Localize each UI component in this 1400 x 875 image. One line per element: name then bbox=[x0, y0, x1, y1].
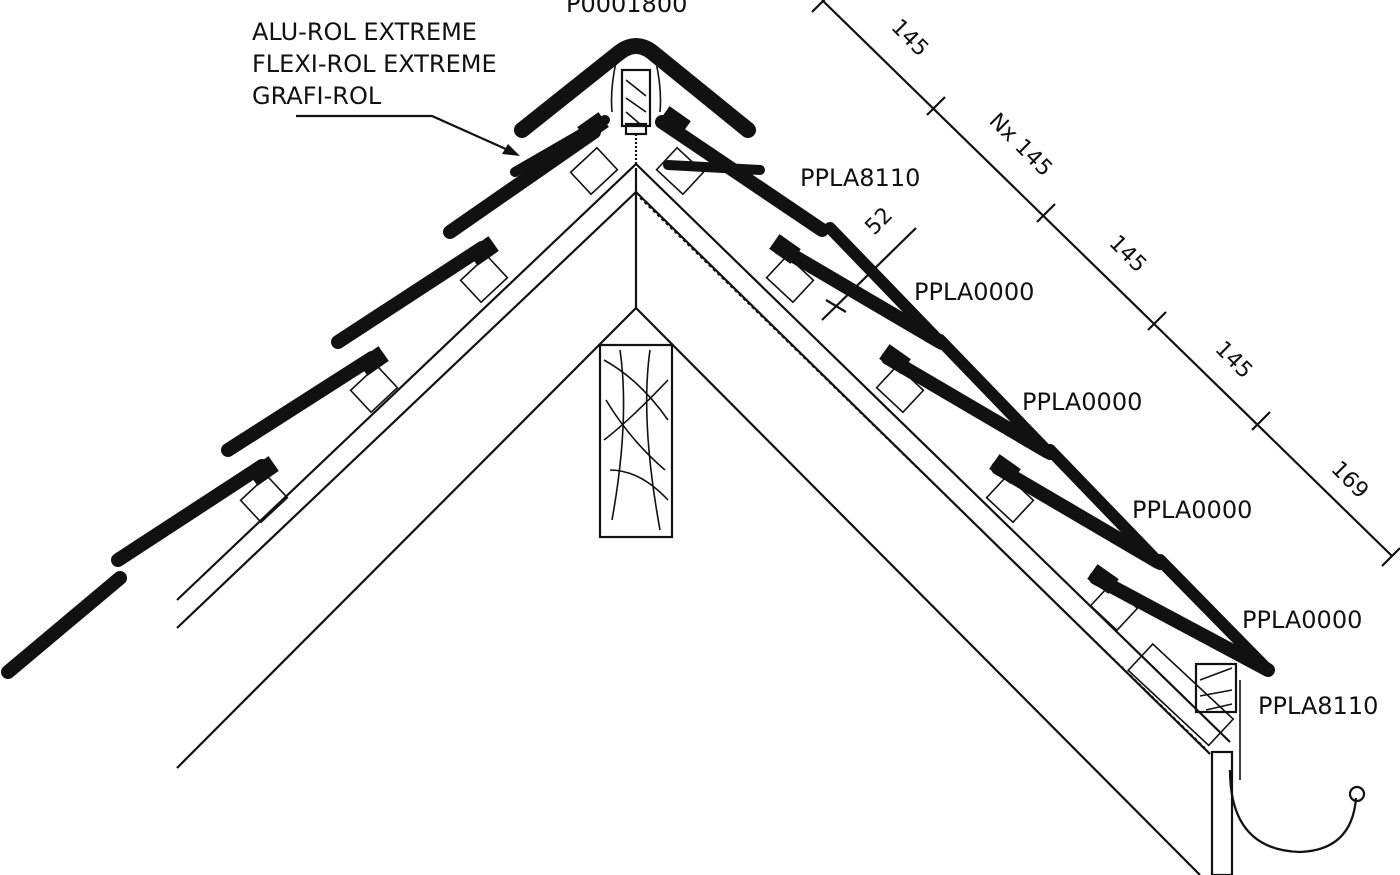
label-tile-5: PPLA0000 bbox=[1242, 606, 1362, 634]
ridge-beam bbox=[598, 343, 674, 539]
label-tile-1: PPLA8110 bbox=[800, 164, 920, 192]
dimension-labels: 145 Nx 145 145 145 169 52 bbox=[861, 15, 1374, 504]
dimension-chain bbox=[811, 0, 1400, 567]
underlay-leader bbox=[296, 114, 520, 156]
dim-label-2: Nx 145 bbox=[984, 109, 1057, 182]
dim-label-3: 145 bbox=[1104, 231, 1151, 278]
label-tile-6: PPLA8110 bbox=[1258, 692, 1378, 720]
label-tile-4: PPLA0000 bbox=[1132, 496, 1252, 524]
left-roof-tiles bbox=[1, 112, 619, 679]
label-tile-2: PPLA0000 bbox=[914, 278, 1034, 306]
label-underlay-1: ALU-ROL EXTREME bbox=[252, 18, 477, 46]
dim-label-4: 145 bbox=[1210, 337, 1257, 384]
label-underlay-2: FLEXI-ROL EXTREME bbox=[252, 50, 497, 78]
dim-label-1: 145 bbox=[886, 15, 933, 62]
ridge-tile bbox=[514, 38, 756, 138]
rafters bbox=[176, 163, 1231, 875]
annotation-labels: P0001800 ALU-ROL EXTREME FLEXI-ROL EXTRE… bbox=[252, 0, 1378, 720]
ridge-batten bbox=[610, 61, 662, 165]
dim-label-batten-offset: 52 bbox=[861, 203, 898, 240]
right-roof-tiles bbox=[655, 106, 1366, 875]
label-top-code: P0001800 bbox=[566, 0, 687, 18]
label-underlay-3: GRAFI-ROL bbox=[252, 82, 382, 110]
label-tile-3: PPLA0000 bbox=[1022, 388, 1142, 416]
